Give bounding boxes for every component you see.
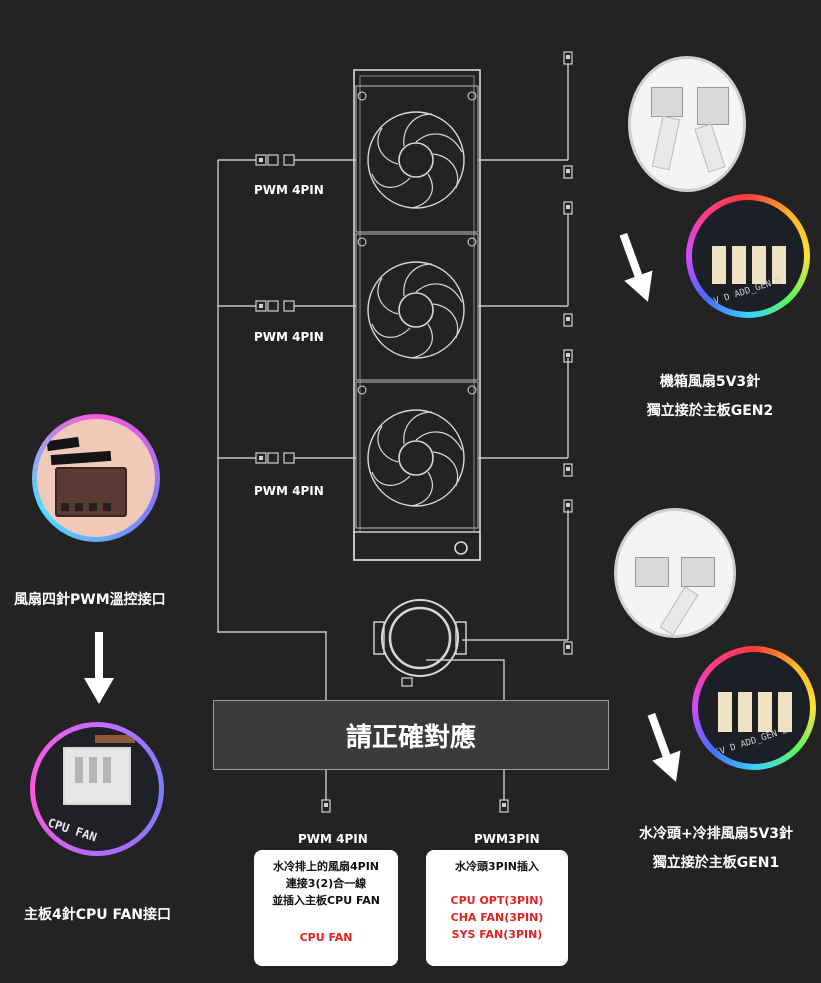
cpu-fan-instruction-card: 水冷排上的風扇4PIN 連接3(2)合一線 並插入主板CPU FAN CPU F… — [254, 850, 398, 966]
cpu-fan-silk-label: CPU FAN — [46, 815, 99, 845]
pwm-label-fan-2: PWM 4PIN — [254, 330, 324, 344]
fan-pwm-caption: 風扇四針PWM溫控接口 — [14, 592, 166, 608]
gen1-caption-line2: 獨立接於主板GEN1 — [652, 855, 780, 871]
gen1-caption: 水冷頭+冷排風扇5V3針 獨立接於主板GEN1 — [612, 820, 820, 878]
radiator — [353, 69, 481, 561]
motherboard-cpu-fan-photo: CPU FAN — [30, 722, 164, 856]
argb-header-gen1-photo: +5V D ADD_GEN 2 — [692, 646, 816, 770]
card-left-line2: 連接3(2)合一線 — [285, 877, 367, 890]
down-arrow-icon — [84, 632, 114, 704]
mobo-cpu-fan-caption: 主板4針CPU FAN接口 — [24, 907, 172, 923]
match-correctly-banner: 請正確對應 — [213, 700, 609, 770]
gen1-caption-line1: 水冷頭+冷排風扇5V3針 — [638, 826, 794, 842]
card-left-line3: 並插入主板CPU FAN — [272, 894, 380, 907]
bottom-pwm-3pin-label: PWM3PIN — [474, 832, 540, 846]
fan-4pin-connector-photo — [32, 414, 160, 542]
card-right-line1: 水冷頭3PIN插入 — [454, 860, 539, 873]
card-left-highlight: CPU FAN — [299, 931, 353, 944]
fan-2 — [355, 233, 479, 381]
bottom-pwm-4pin-label: PWM 4PIN — [298, 832, 368, 846]
pwm-label-fan-3: PWM 4PIN — [254, 484, 324, 498]
diagonal-arrow-icon-top — [619, 232, 653, 302]
card-right-highlight-1: CPU OPT(3PIN) — [450, 894, 544, 907]
card-right-highlight-3: SYS FAN(3PIN) — [451, 928, 543, 941]
card-left-line1: 水冷排上的風扇4PIN — [272, 860, 379, 873]
gen2-caption-line2: 獨立接於主板GEN2 — [646, 403, 774, 419]
pwm-wiring — [217, 159, 356, 800]
fan-3 — [355, 381, 479, 529]
gen2-caption-line1: 機箱風扇5V3針 — [659, 374, 761, 390]
argb-connector-photo-top — [628, 56, 746, 192]
pump-3pin-instruction-card: 水冷頭3PIN插入 CPU OPT(3PIN) CHA FAN(3PIN) SY… — [426, 850, 568, 966]
pwm-label-fan-1: PWM 4PIN — [254, 183, 324, 197]
gen2-caption: 機箱風扇5V3針 獨立接於主板GEN2 — [600, 368, 820, 426]
fan-1 — [355, 85, 479, 233]
argb-connector-photo-bottom — [614, 508, 736, 638]
argb-header-gen2-photo: +5V D ADD_GEN 2 — [686, 194, 810, 318]
card-right-highlight-2: CHA FAN(3PIN) — [450, 911, 544, 924]
diagonal-arrow-icon-bottom — [647, 712, 681, 782]
pump-head — [373, 599, 467, 687]
argb-wiring — [426, 64, 569, 800]
